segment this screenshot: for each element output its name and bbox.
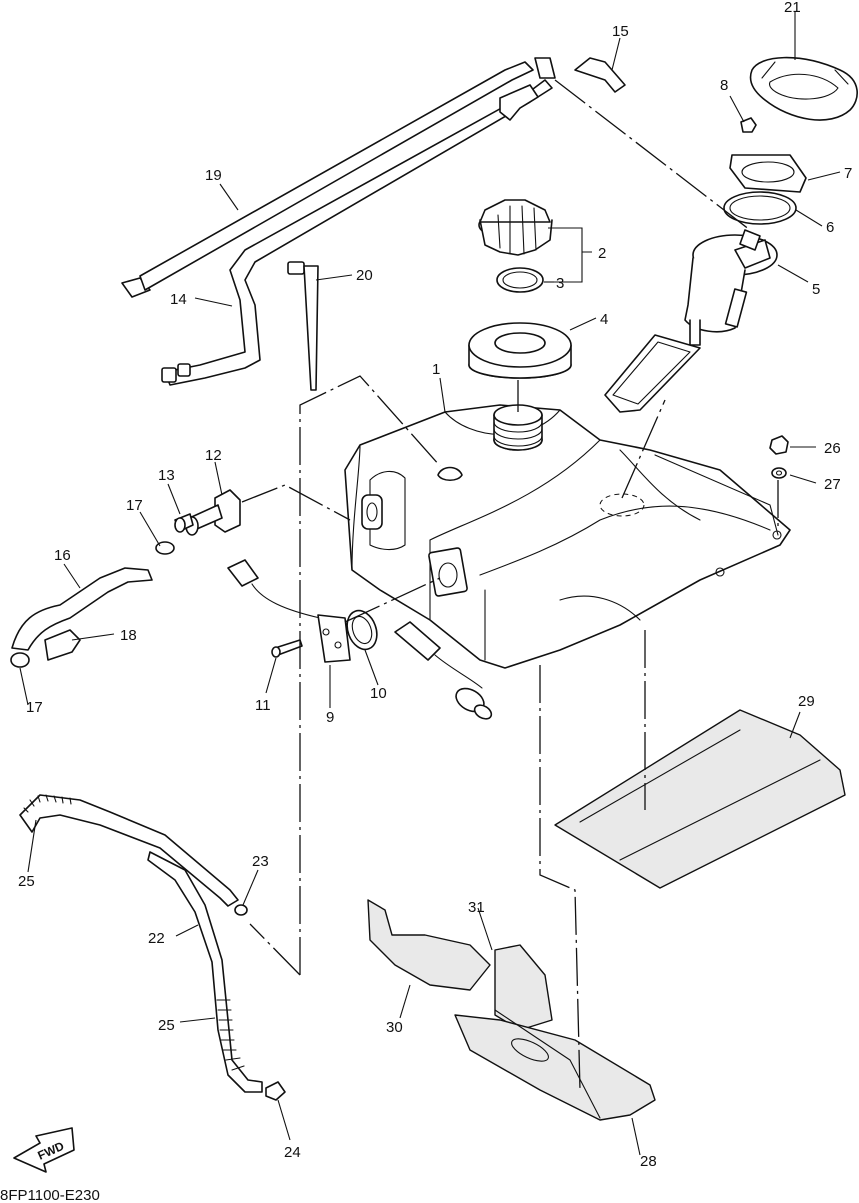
callout-2: 2 xyxy=(598,245,606,262)
callout-19: 19 xyxy=(205,167,222,184)
cap-gasket xyxy=(496,267,544,293)
pump-retainer-plate xyxy=(729,154,807,193)
filler-seal xyxy=(468,322,572,379)
callout-23: 23 xyxy=(252,853,269,870)
callout-14: 14 xyxy=(170,291,187,308)
pump-gasket xyxy=(723,191,797,225)
pump-cover xyxy=(749,56,858,121)
protector-28 xyxy=(454,1009,656,1121)
clamp-23 xyxy=(234,904,248,916)
clamp-17-lower xyxy=(10,652,30,668)
callout-26: 26 xyxy=(824,440,841,457)
heat-shield-29 xyxy=(554,709,846,889)
callout-27: 27 xyxy=(824,476,841,493)
callout-13: 13 xyxy=(158,467,175,484)
fuel-tank xyxy=(344,404,791,669)
callout-16: 16 xyxy=(54,547,71,564)
callout-5: 5 xyxy=(812,281,820,298)
assembly-lines xyxy=(241,79,779,1091)
callout-29: 29 xyxy=(798,693,815,710)
washer-27 xyxy=(771,467,787,479)
drawing-code: 8FP1100-E230 xyxy=(0,1187,100,1203)
callout-3: 3 xyxy=(556,275,564,292)
callout-18: 18 xyxy=(120,627,137,644)
fuel-cock xyxy=(184,489,241,536)
hose-19 xyxy=(121,61,534,298)
cable-tie-20 xyxy=(287,261,319,391)
protector-31 xyxy=(494,944,553,1031)
clip-15 xyxy=(574,57,626,93)
callout-25-upper: 25 xyxy=(18,873,35,890)
hose-16 xyxy=(11,567,153,651)
float-arm xyxy=(394,621,493,720)
callout-30: 30 xyxy=(386,1019,403,1036)
callout-24: 24 xyxy=(284,1144,301,1161)
clamp-24 xyxy=(265,1081,286,1101)
bolt xyxy=(740,117,757,133)
callout-20: 20 xyxy=(356,267,373,284)
clamp-17-upper xyxy=(155,541,175,555)
callout-9: 9 xyxy=(326,709,334,726)
sender-plate-9 xyxy=(317,614,351,663)
callout-7: 7 xyxy=(844,165,852,182)
callout-11: 11 xyxy=(255,697,271,714)
callout-10: 10 xyxy=(370,685,387,702)
callout-4: 4 xyxy=(600,311,608,328)
forward-arrow-icon: FWD xyxy=(13,1127,75,1173)
callout-17-lower: 17 xyxy=(26,699,43,716)
callout-31: 31 xyxy=(468,899,485,916)
fuel-cap xyxy=(478,199,553,256)
sender-wire xyxy=(227,559,321,619)
fuel-pump xyxy=(604,229,778,413)
callout-22: 22 xyxy=(148,930,165,947)
callout-8: 8 xyxy=(720,77,728,94)
callout-15: 15 xyxy=(612,23,629,40)
callout-21: 21 xyxy=(784,0,801,16)
callout-labels: 1 2 3 4 5 6 7 8 9 10 11 12 13 14 15 16 1… xyxy=(18,0,852,1170)
callout-17-upper: 17 xyxy=(126,497,143,514)
callout-1: 1 xyxy=(432,361,440,378)
bolt-26 xyxy=(769,435,789,455)
hose-14 xyxy=(161,57,556,386)
callout-25-lower: 25 xyxy=(158,1017,175,1034)
holder-18 xyxy=(44,629,81,661)
screw-11 xyxy=(271,639,303,658)
leader-lines xyxy=(19,12,841,1156)
callout-28: 28 xyxy=(640,1153,657,1170)
breather-hose-22 xyxy=(19,794,263,1093)
protector-30 xyxy=(367,899,491,991)
bolt-13 xyxy=(174,513,194,533)
callout-12: 12 xyxy=(205,447,222,464)
callout-6: 6 xyxy=(826,219,834,236)
